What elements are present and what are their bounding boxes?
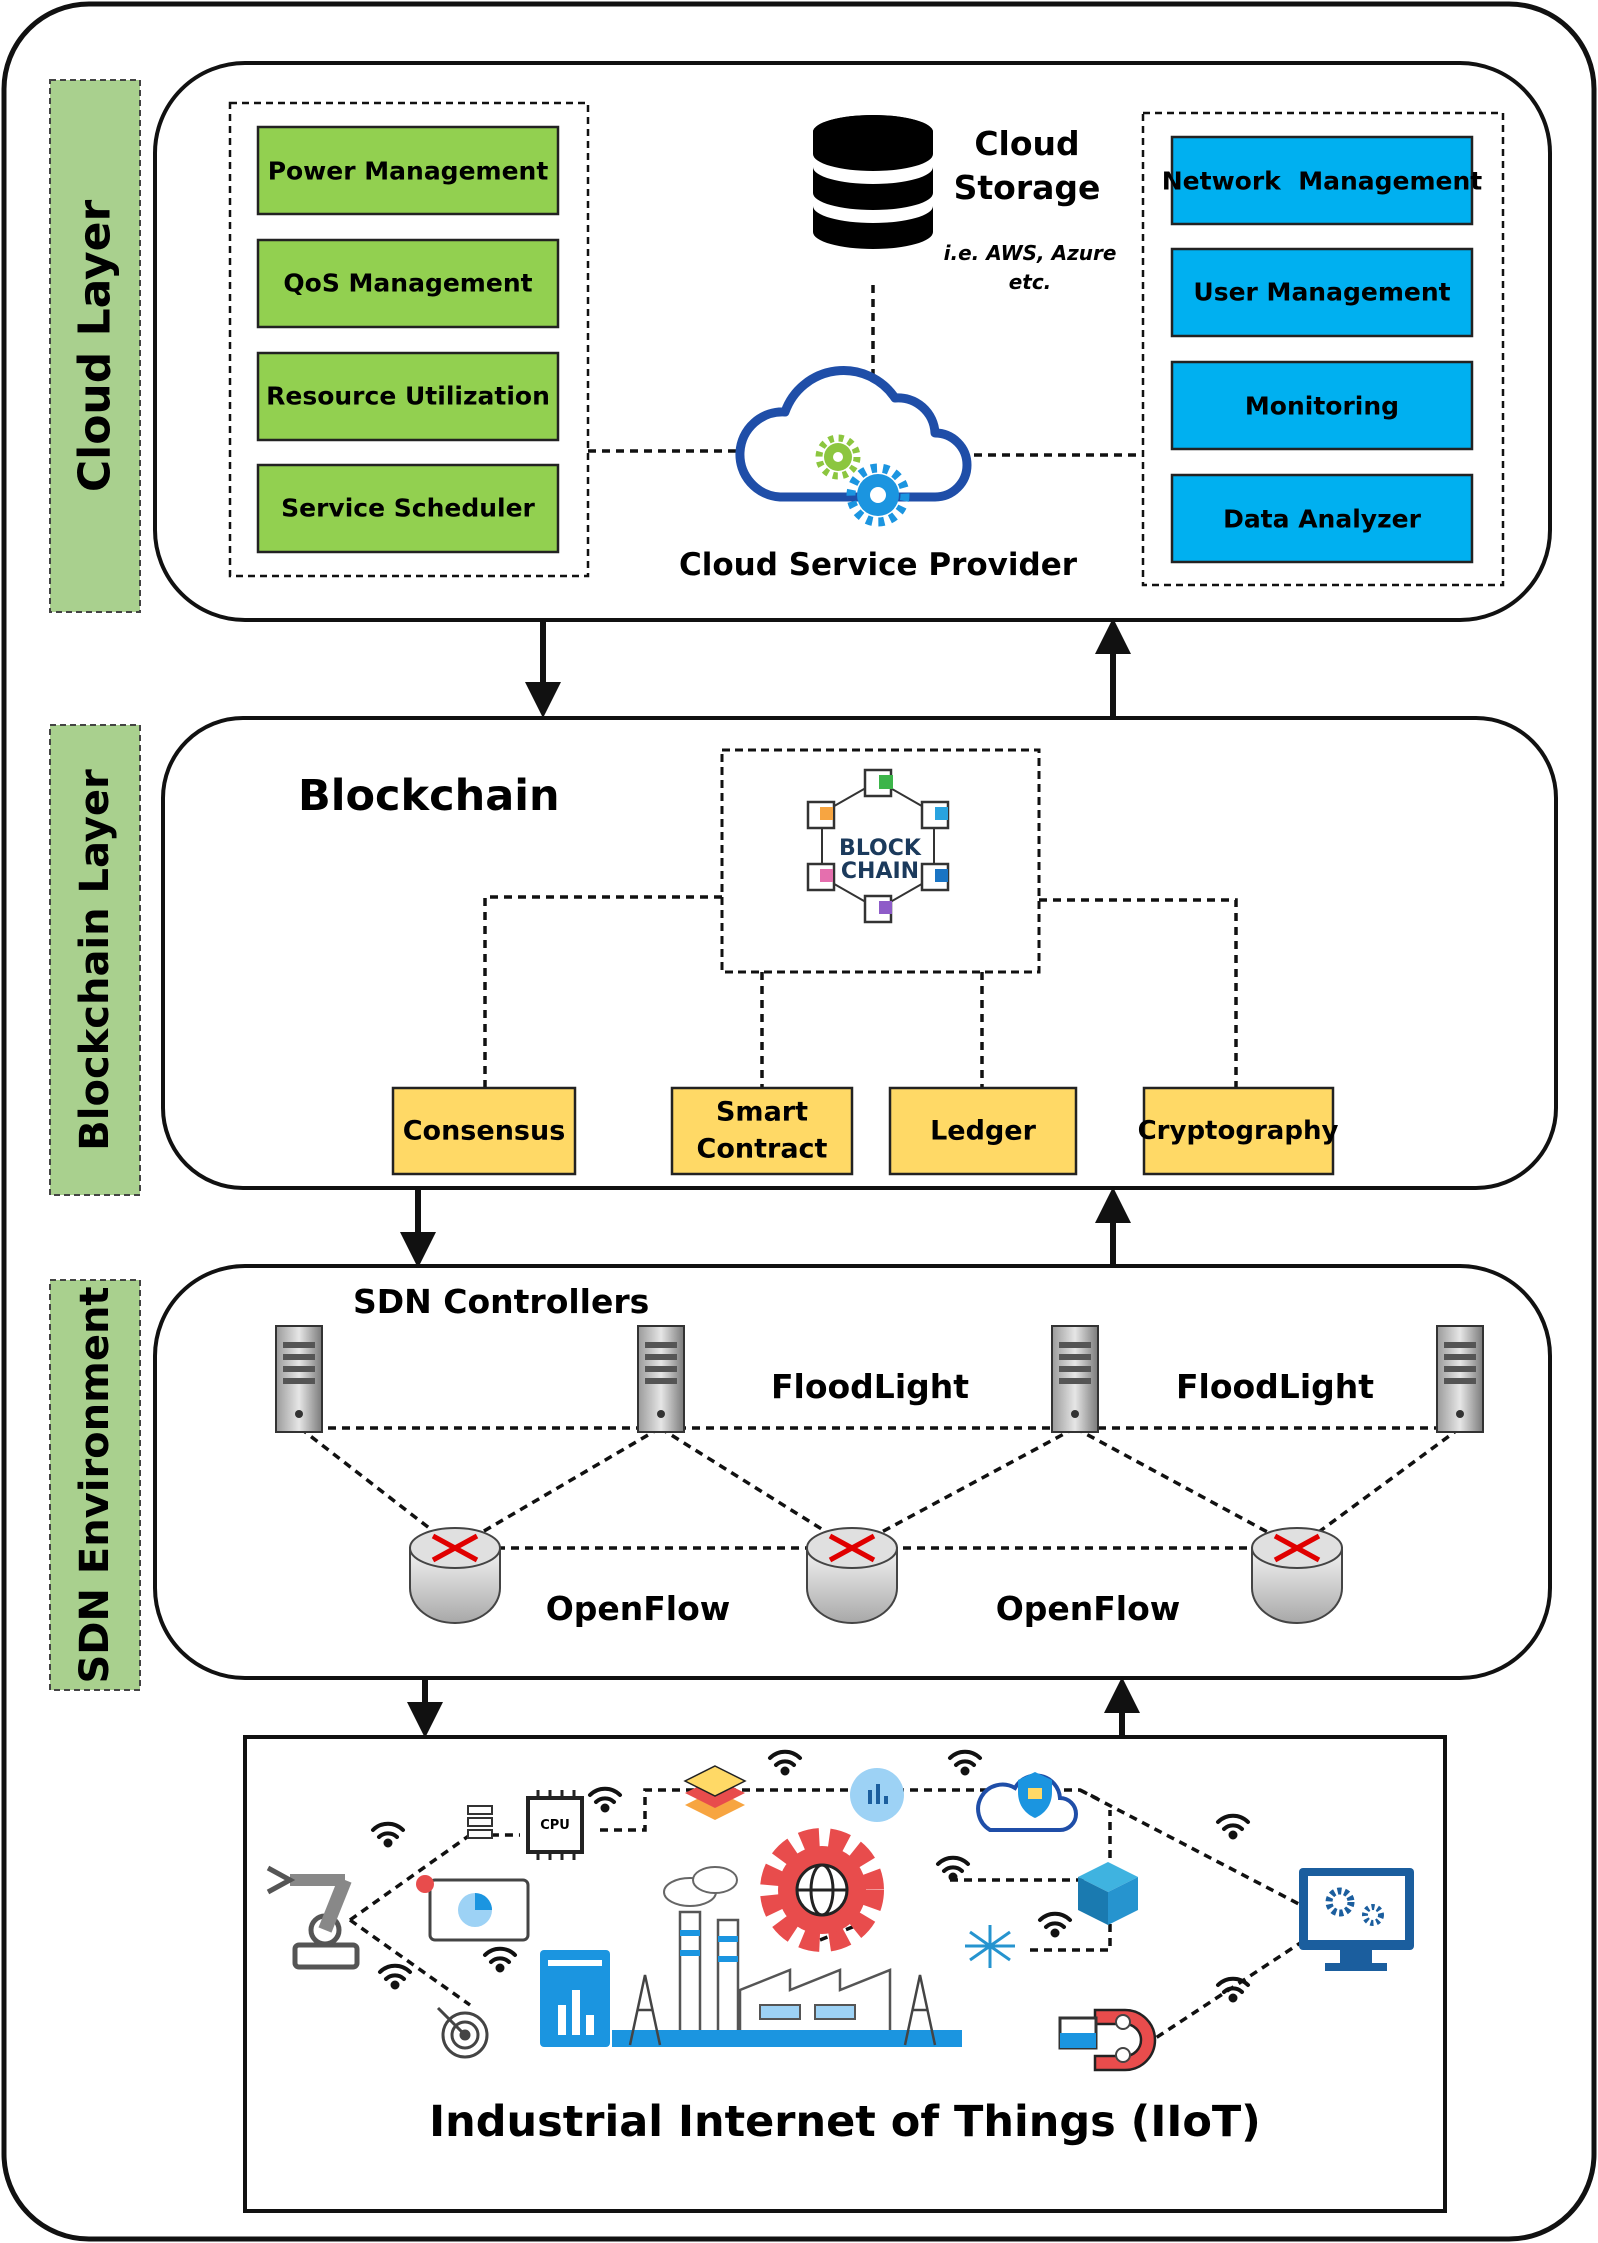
blockchain-connectors (483, 895, 1238, 1088)
sdn-connectors (298, 1426, 1462, 1550)
wifi-icon (1216, 1813, 1250, 1840)
monitoring-box (1170, 360, 1474, 451)
server-icon (275, 1325, 323, 1433)
cloud-left-modules: Power Management QoS Management Resource… (256, 125, 560, 554)
service-scheduler-box (256, 463, 560, 554)
qos-management-box (256, 238, 560, 329)
router-icon (409, 1527, 501, 1624)
consensus-box (391, 1086, 577, 1176)
wifi-icon (588, 1786, 622, 1813)
sdn-layer-label: SDN Environment (49, 1279, 141, 1691)
cryptography-label: Cryptography (1138, 1116, 1339, 1146)
cloud-service-icon (735, 366, 972, 527)
data-analyzer-box (1170, 473, 1474, 564)
cloud-service-provider-label: Cloud Service Provider (679, 547, 1078, 583)
wifi-icon (378, 1963, 412, 1990)
cloud-storage-note-2: etc. (1009, 270, 1052, 294)
dashboard-icon (416, 1875, 530, 1942)
blockchain-logo-icon: BLOCK CHAIN (806, 768, 950, 924)
chart-circle-icon (850, 1768, 904, 1822)
power-management-label: Power Management (268, 157, 549, 186)
layers-icon (683, 1765, 747, 1820)
wifi-icon (768, 1749, 802, 1776)
service-scheduler-label: Service Scheduler (281, 494, 535, 523)
user-management-label: User Management (1193, 278, 1450, 307)
database-icon (813, 115, 933, 249)
monitor-gears-icon (1299, 1868, 1414, 1971)
cloud-left-group (228, 101, 590, 578)
server-icon (1051, 1325, 1099, 1433)
blockchain-title: Blockchain (298, 771, 560, 821)
floodlight-label-1: FloodLight (771, 1367, 969, 1406)
robot-arm-icon (266, 1865, 360, 1970)
gear-blue-icon (846, 463, 910, 527)
user-management-box (1170, 247, 1474, 338)
qos-management-label: QoS Management (283, 269, 532, 298)
cloud-storage-note-1: i.e. AWS, Azure (944, 241, 1117, 265)
iiot-panel (243, 1735, 1447, 2213)
smart-contract-label-2: Contract (697, 1134, 828, 1165)
smart-contract-box (670, 1086, 854, 1176)
data-analyzer-label: Data Analyzer (1223, 505, 1422, 534)
openflow-label-1: OpenFlow (546, 1589, 731, 1628)
server-icon (637, 1325, 685, 1433)
sdn-controllers-label: SDN Controllers (353, 1282, 649, 1321)
cryptography-box (1142, 1086, 1335, 1176)
cpu-chip-icon: CPU (526, 1790, 584, 1860)
network-management-label: Network Management (1162, 167, 1483, 196)
server-icon (1436, 1325, 1484, 1433)
circuit-icon (965, 1925, 1015, 1968)
cloud-lock-icon (976, 1772, 1078, 1832)
wifi-icon (948, 1749, 982, 1776)
magnet-icon (1058, 2008, 1157, 2072)
blockchain-layer-text: Blockchain Layer (72, 769, 118, 1151)
floodlight-label-2: FloodLight (1176, 1367, 1374, 1406)
target-icon (436, 2006, 489, 2059)
cube-icon (1078, 1862, 1138, 1925)
cloud-storage-title-1: Cloud (974, 124, 1079, 163)
cpu-label: CPU (540, 1818, 570, 1833)
smart-contract-label-1: Smart (716, 1097, 808, 1128)
power-management-box (256, 125, 560, 216)
router-icon (806, 1527, 898, 1624)
ledger-label: Ledger (930, 1116, 1036, 1147)
blockchain-layer-label: Blockchain Layer (49, 724, 141, 1196)
globe-gear-icon (760, 1828, 884, 1952)
resource-utilization-label: Resource Utilization (266, 382, 550, 411)
network-management-box (1170, 135, 1474, 226)
factory-icon (540, 1866, 962, 2047)
blockchain-components: Consensus Smart Contract Ledger Cryptogr… (391, 1086, 1339, 1176)
wifi-icon (1038, 1911, 1072, 1938)
ledger-box (888, 1086, 1078, 1176)
iiot-title: Industrial Internet of Things (IIoT) (429, 2097, 1261, 2147)
sdn-layer-panel (153, 1264, 1552, 1680)
openflow-label-2: OpenFlow (996, 1589, 1181, 1628)
gear-green-icon (815, 434, 861, 480)
router-icon (1251, 1527, 1343, 1624)
sdn-layer-text: SDN Environment (72, 1286, 118, 1683)
wifi-icon (936, 1855, 970, 1882)
cloud-right-group (1141, 111, 1505, 587)
monitoring-label: Monitoring (1245, 392, 1399, 421)
resource-utilization-box (256, 351, 560, 442)
wifi-icon (1216, 1976, 1250, 2003)
cloud-storage-title-2: Storage (954, 168, 1101, 207)
wifi-icons (371, 1749, 1250, 2003)
consensus-label: Consensus (403, 1116, 566, 1147)
cloud-layer-label: Cloud Layer (49, 79, 141, 613)
blockchain-logo-text-2: CHAIN (841, 859, 919, 884)
cloud-layer-text: Cloud Layer (70, 200, 121, 493)
wifi-icon (483, 1946, 517, 1973)
server-stack-icon (467, 1805, 493, 1839)
wifi-icon (371, 1821, 405, 1848)
cloud-right-modules: Network Management User Management Monit… (1162, 135, 1483, 564)
blockchain-logo-text-1: BLOCK (839, 836, 922, 861)
